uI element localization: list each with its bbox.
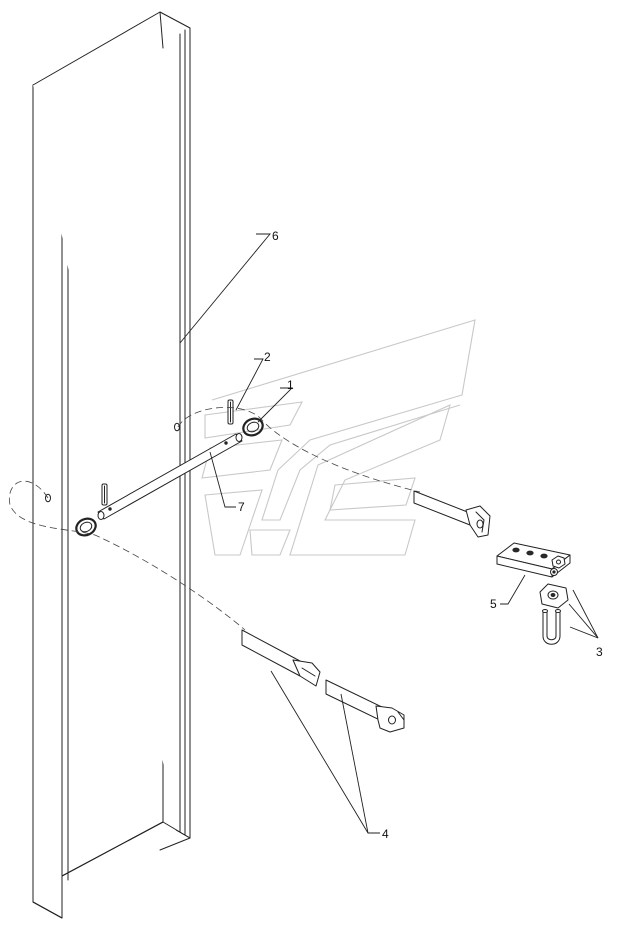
leader-lines: [179, 233, 599, 834]
strap-hinge: [413, 490, 491, 538]
callout-5: 5: [490, 597, 497, 611]
callout-4: 4: [382, 827, 389, 841]
u-bolt: [542, 609, 561, 645]
watermark-logo: [201, 319, 476, 556]
cotter-pin: [101, 483, 108, 506]
clamp-block: [539, 583, 569, 609]
mounting-hole: [45, 493, 51, 503]
rod: [97, 433, 243, 520]
strap-hinge: [241, 629, 321, 687]
callout-7: 7: [238, 500, 245, 514]
mounting-hole: [174, 422, 180, 432]
callout-2: 2: [264, 350, 271, 364]
callout-6: 6: [272, 229, 279, 243]
strap-hinge: [325, 679, 405, 733]
callout-3: 3: [596, 645, 603, 659]
ring-washer: [242, 417, 264, 437]
callout-1: 1: [287, 378, 294, 392]
assembly-path: [8, 407, 421, 631]
cotter-pin: [227, 399, 234, 425]
small-bolt: [550, 568, 558, 576]
callout-labels: 1 2 3 4 5 6 7: [238, 229, 603, 841]
nut: [551, 555, 566, 569]
channel-post: [32, 11, 191, 919]
